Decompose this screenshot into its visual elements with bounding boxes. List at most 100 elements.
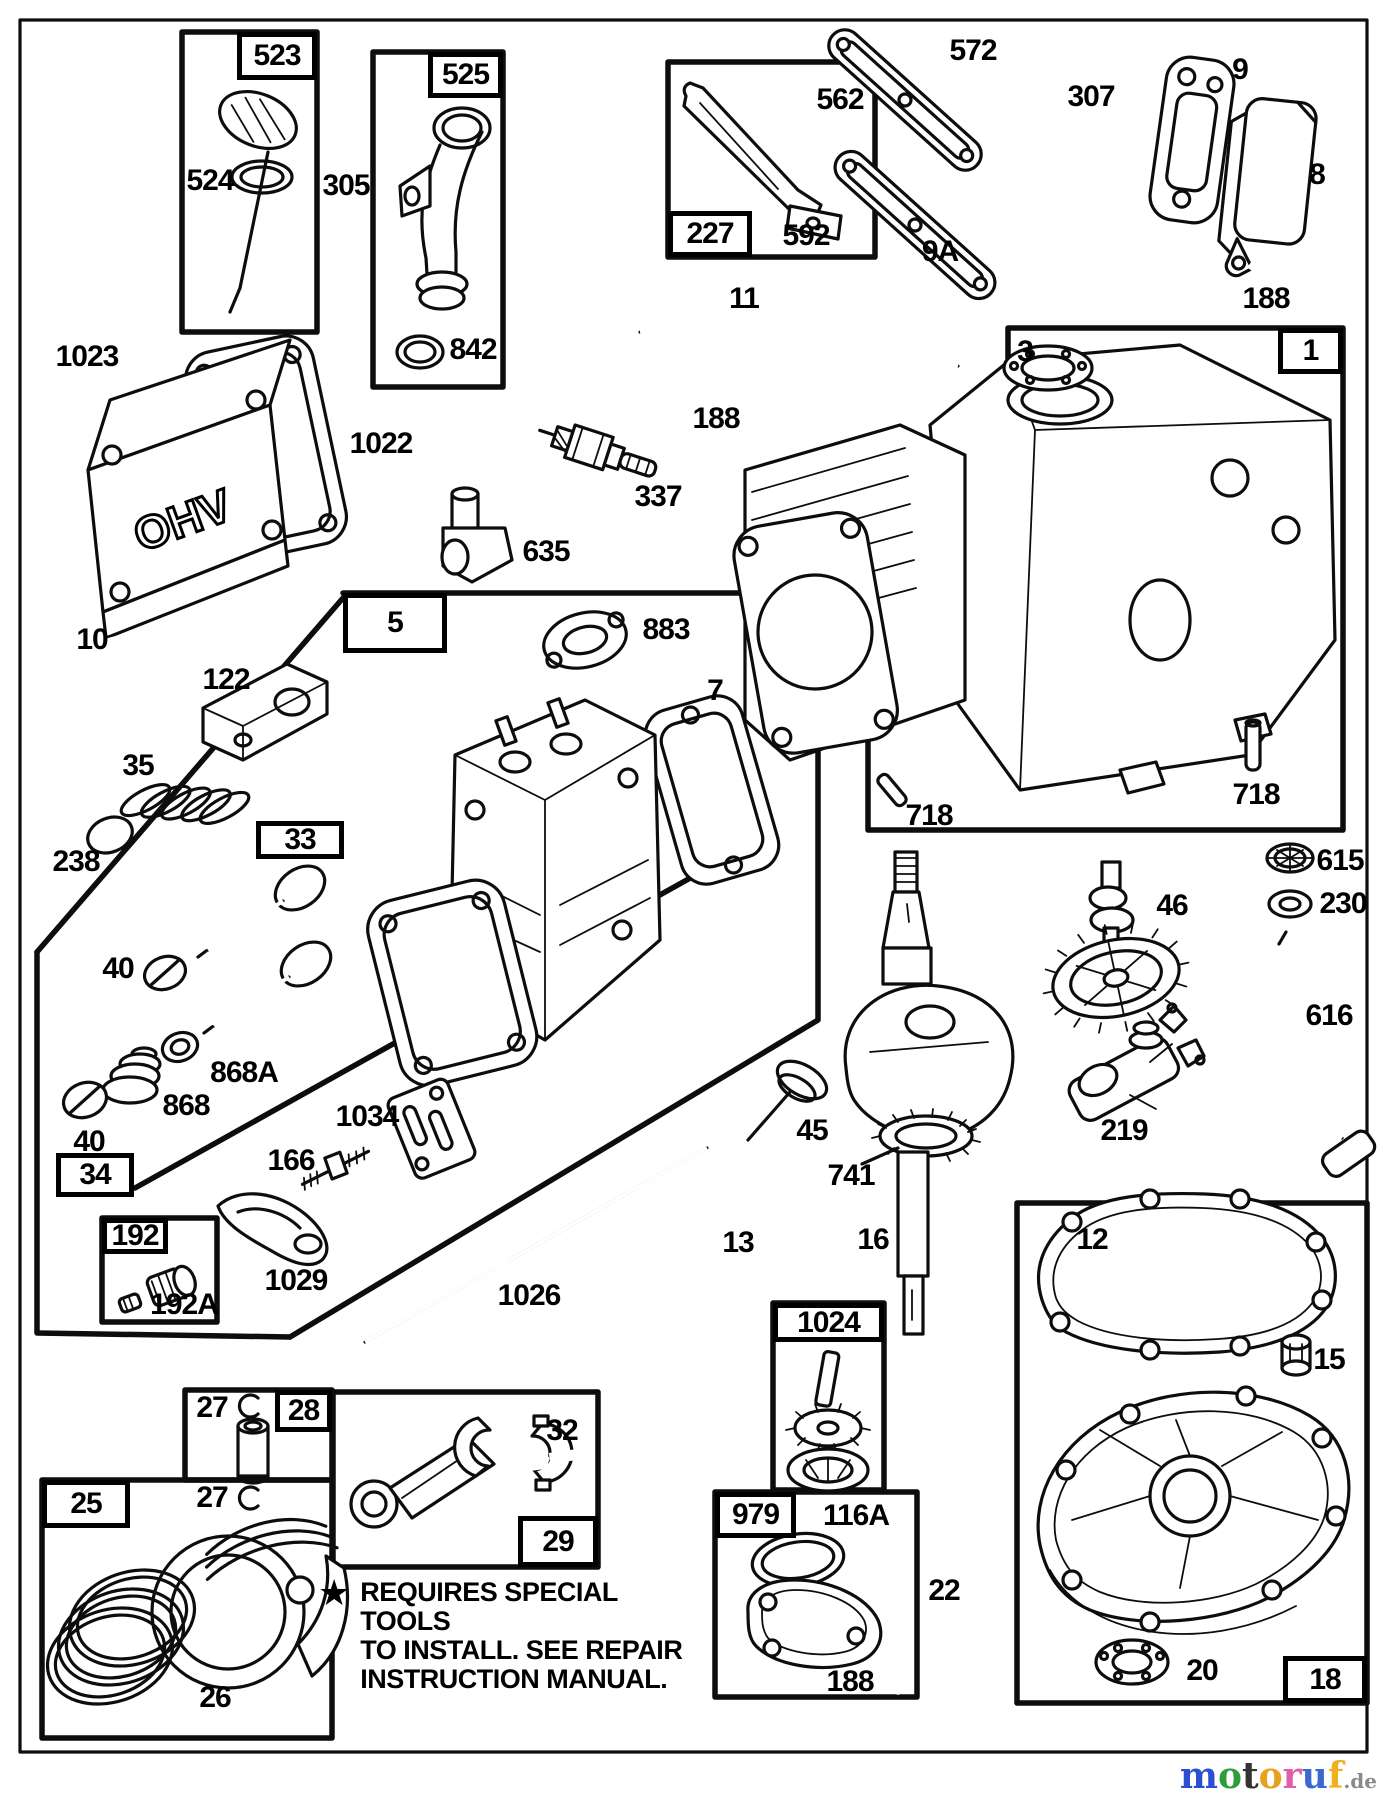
part-label-188b: 188	[692, 402, 740, 435]
watermark-suffix: .de	[1343, 1769, 1377, 1793]
watermark-word: motoruf	[1179, 1755, 1344, 1797]
oil-sump-drawing	[1036, 1385, 1351, 1635]
part-label-9: 9	[1232, 53, 1249, 86]
part-label-592: 592	[782, 219, 830, 252]
part-label-615: 615	[1316, 844, 1364, 877]
valve-spring-35-drawing	[119, 783, 251, 825]
seal-40-lower-drawing	[61, 1080, 109, 1120]
governor-219-drawing	[1067, 1002, 1206, 1122]
part-label-192A: 192A	[150, 1288, 219, 1321]
part-label-46: 46	[1156, 889, 1188, 922]
plug-192A-drawing	[117, 1264, 197, 1314]
part-label-26: 26	[199, 1681, 231, 1714]
part-label-562: 562	[816, 83, 864, 116]
piston-rings-26-drawing	[45, 1568, 197, 1706]
part-label-868: 868	[162, 1089, 210, 1122]
crankshaft-16-drawing	[843, 850, 1015, 1336]
page-border	[18, 18, 1369, 1754]
part-label-13: 13	[722, 1226, 754, 1259]
part-label-8: 8	[1309, 158, 1326, 191]
wrist-pin-drawing	[236, 1417, 270, 1485]
part-label-868A: 868A	[210, 1056, 279, 1089]
part-label-227: 227	[668, 211, 752, 257]
group-line-left	[34, 949, 293, 1340]
part-label-32: 32	[546, 1414, 578, 1447]
part-label-842: 842	[449, 333, 497, 366]
gasket-9A-drawing	[833, 149, 997, 301]
part-label-635: 635	[522, 535, 570, 568]
cap-238-drawing	[86, 815, 134, 855]
oil-plug-15-drawing	[1280, 1333, 1312, 1377]
valve-cover-1023-drawing: OHV	[86, 338, 292, 640]
watermark: motoruf.de	[1180, 1758, 1377, 1794]
part-label-116A: 116A	[822, 1499, 890, 1532]
part-label-1029: 1029	[264, 1264, 329, 1297]
part-label-20: 20	[1186, 1654, 1218, 1687]
part-label-11: 11	[729, 282, 760, 315]
part-label-7: 7	[707, 674, 724, 707]
part-label-34: 34	[56, 1153, 134, 1197]
leader-741	[860, 1146, 900, 1166]
piston-drawing	[150, 1518, 350, 1690]
part-label-29: 29	[518, 1516, 598, 1567]
group-line-upper	[34, 595, 346, 955]
breather-635-drawing	[440, 486, 514, 584]
part-label-27a: 27	[196, 1391, 228, 1424]
governor-lever-drawing	[682, 81, 843, 241]
camshaft-46-drawing	[1042, 860, 1190, 1034]
part-label-15: 15	[1313, 1343, 1345, 1376]
part-label-25: 25	[42, 1480, 130, 1528]
part-label-219: 219	[1100, 1114, 1148, 1147]
group-box-1	[865, 325, 1346, 833]
part-label-741: 741	[827, 1159, 875, 1192]
dowel-pin-718-right-drawing	[1244, 718, 1262, 772]
intake-valve-drawing	[196, 864, 327, 959]
star-icon: ★	[318, 1572, 351, 1613]
part-label-979: 979	[715, 1492, 796, 1538]
part-label-305: 305	[322, 169, 370, 202]
group-box-5	[287, 590, 821, 1340]
part-label-238: 238	[52, 845, 100, 878]
part-label-35: 35	[122, 749, 154, 782]
sump-gasket-12-drawing	[1036, 1188, 1337, 1361]
part-label-22: 22	[928, 1574, 960, 1607]
part-label-1024: 1024	[773, 1303, 884, 1342]
part-label-18: 18	[1283, 1656, 1367, 1703]
part-label-27b: 27	[196, 1481, 228, 1514]
part-label-337: 337	[634, 480, 682, 513]
connecting-rod-drawing	[349, 1414, 574, 1529]
spark-plug-337-drawing	[538, 423, 658, 478]
part-label-1: 1	[1278, 328, 1343, 374]
dipstick-drawing	[218, 90, 298, 314]
starter-clutch-615-drawing	[1265, 842, 1315, 874]
part-label-40a: 40	[102, 952, 134, 985]
part-label-718b: 718	[1232, 778, 1280, 811]
bearing-seal-3-drawing	[1002, 344, 1094, 392]
gasket-883-drawing	[542, 610, 628, 670]
rod-11-drawing	[638, 315, 960, 369]
group-box-227	[665, 59, 878, 260]
part-label-122: 122	[202, 663, 250, 696]
part-label-883: 883	[642, 613, 690, 646]
retaining-ring-27-top-icon	[237, 1393, 260, 1419]
seal-40-upper-drawing	[142, 954, 188, 992]
part-label-188a: 188	[1242, 282, 1290, 315]
part-label-524: 524	[186, 164, 234, 197]
part-label-16: 16	[857, 1223, 889, 1256]
timing-gear-741	[871, 1108, 981, 1164]
washer-230-drawing	[1267, 889, 1313, 919]
part-label-1022a: 1022	[349, 427, 414, 460]
part-label-10: 10	[76, 623, 108, 656]
o-ring-842-drawing	[395, 334, 445, 370]
part-label-523: 523	[237, 32, 317, 80]
gasket-9-drawing	[1148, 55, 1236, 225]
oil-slinger-1024-drawing	[785, 1350, 871, 1493]
push-rod-1026-drawing	[363, 1146, 709, 1344]
part-label-718a: 718	[905, 799, 953, 832]
part-label-307: 307	[1067, 80, 1115, 113]
part-label-188c: 188	[826, 1665, 874, 1698]
part-label-5: 5	[343, 593, 447, 653]
